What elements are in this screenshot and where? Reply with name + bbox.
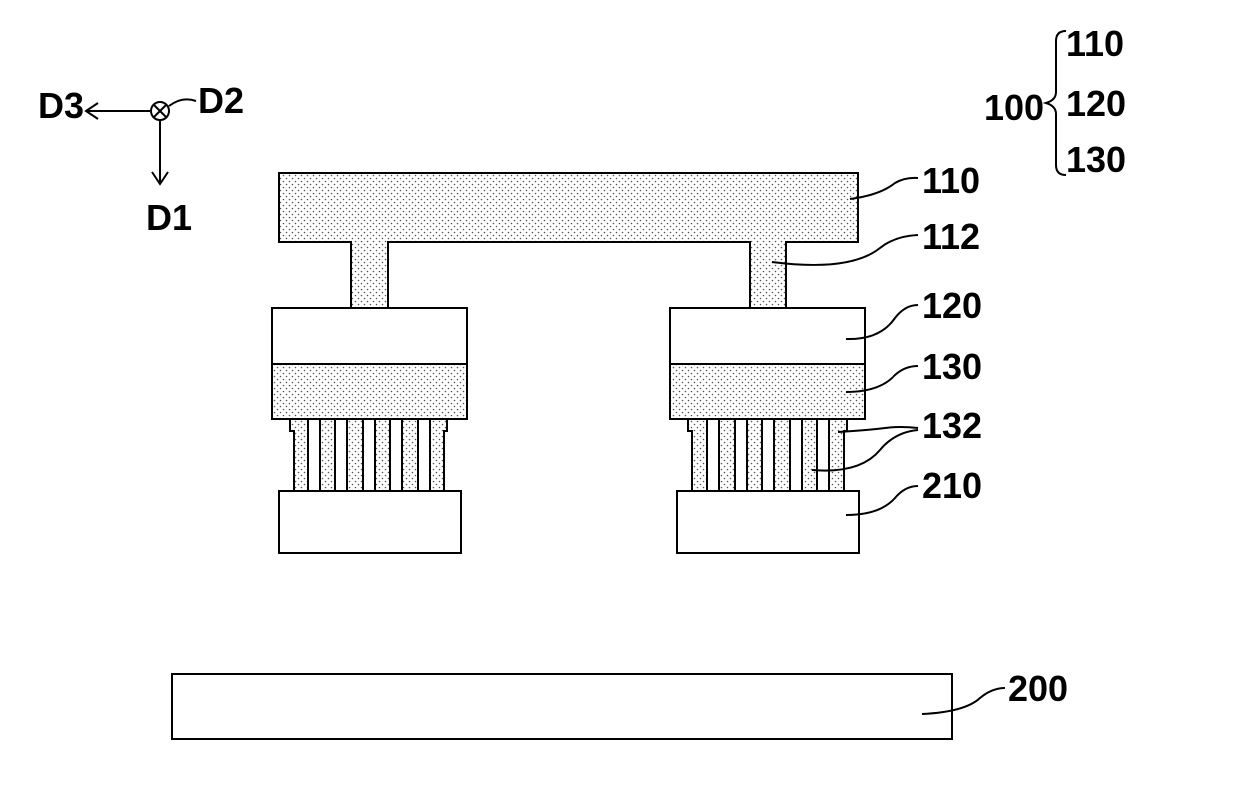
slot-left [390,419,402,491]
slot-left [335,419,347,491]
direction-indicator: D3 D2 D1 [38,80,244,238]
legend-brace [1046,31,1066,175]
callout-120: 120 [922,285,982,326]
callout-130: 130 [922,346,982,387]
component-legend: 100 110 120 130 [984,23,1126,180]
pad-210-right [677,491,859,553]
d3-label: D3 [38,85,84,126]
d2-leader-line [169,99,196,106]
d2-label: D2 [198,80,244,121]
d1-label: D1 [146,197,192,238]
bridge-plate-110 [279,173,858,308]
right-stack [670,308,865,553]
legend-member-label: 130 [1066,139,1126,180]
slot-right [762,419,774,491]
substrate-200 [172,674,952,739]
slot-right [735,419,747,491]
layer-120-left [272,308,467,364]
legend-member-label: 110 [1066,23,1124,64]
pad-210-left [279,491,461,553]
slot-right [790,419,802,491]
callout-210: 210 [922,465,982,506]
slot-left [363,419,375,491]
callout-110: 110 [922,160,980,201]
layer-120-right [670,308,865,364]
layer-130-right [670,364,865,419]
slot-right [817,419,829,491]
legend-group-label: 100 [984,87,1044,128]
layer-130-left [272,364,467,419]
left-stack [272,308,467,553]
slot-left [308,419,320,491]
legend-member-label: 120 [1066,83,1126,124]
callout-132: 132 [922,405,982,446]
callout-200: 200 [1008,668,1068,709]
leader-110 [850,178,918,199]
slot-right [707,419,719,491]
d2-into-page-symbol [151,102,169,120]
callout-112: 112 [922,216,980,257]
slot-left [418,419,430,491]
